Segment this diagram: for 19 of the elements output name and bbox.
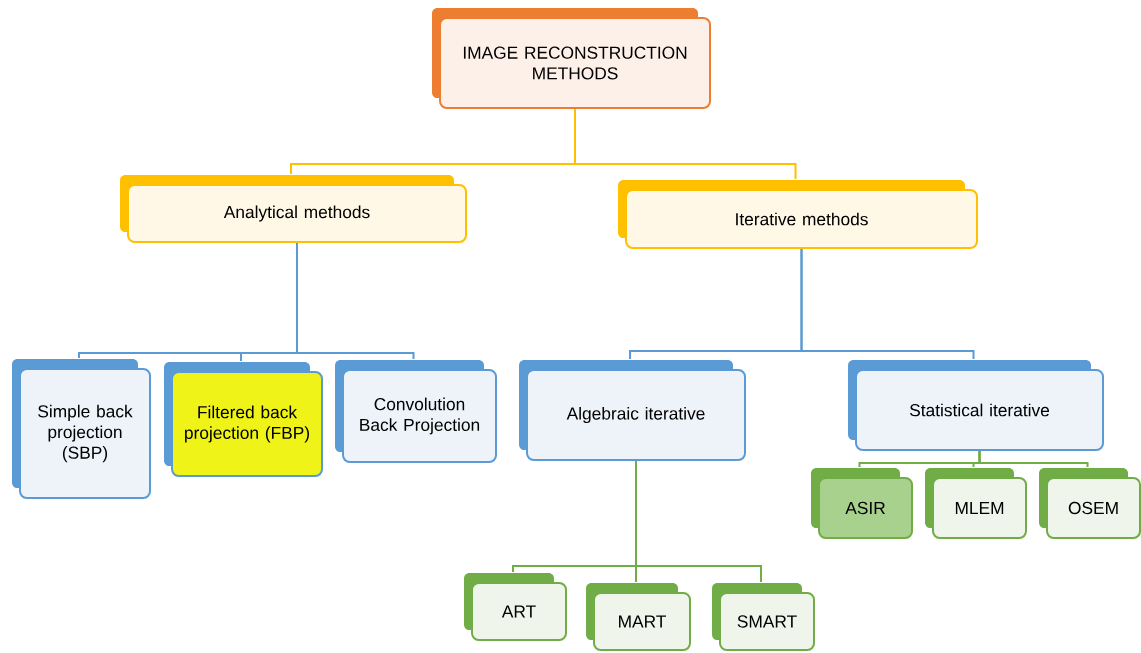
box: SMART: [712, 583, 815, 651]
box: IMAGE RECONSTRUCTION METHODS: [432, 8, 711, 109]
box: Filtered back projection (FBP): [164, 362, 323, 477]
box: Statistical iterative: [848, 360, 1104, 451]
connector-line: [296, 242, 415, 360]
box: Analytical methods: [120, 175, 467, 243]
box: ART: [464, 573, 567, 641]
box: Algebraic iterative: [519, 360, 746, 461]
connector-line: [800, 248, 975, 360]
box: ASIR: [811, 468, 913, 539]
box: MART: [586, 583, 691, 651]
box: OSEM: [1039, 468, 1141, 539]
box: Convolution Back Projection: [335, 360, 497, 463]
box: Iterative methods: [618, 180, 978, 249]
connector-line: [978, 450, 1089, 468]
connector-line: [574, 108, 797, 180]
connector-line: [635, 460, 762, 583]
box: MLEM: [925, 468, 1027, 539]
box: Simple back projection (SBP): [12, 359, 151, 499]
